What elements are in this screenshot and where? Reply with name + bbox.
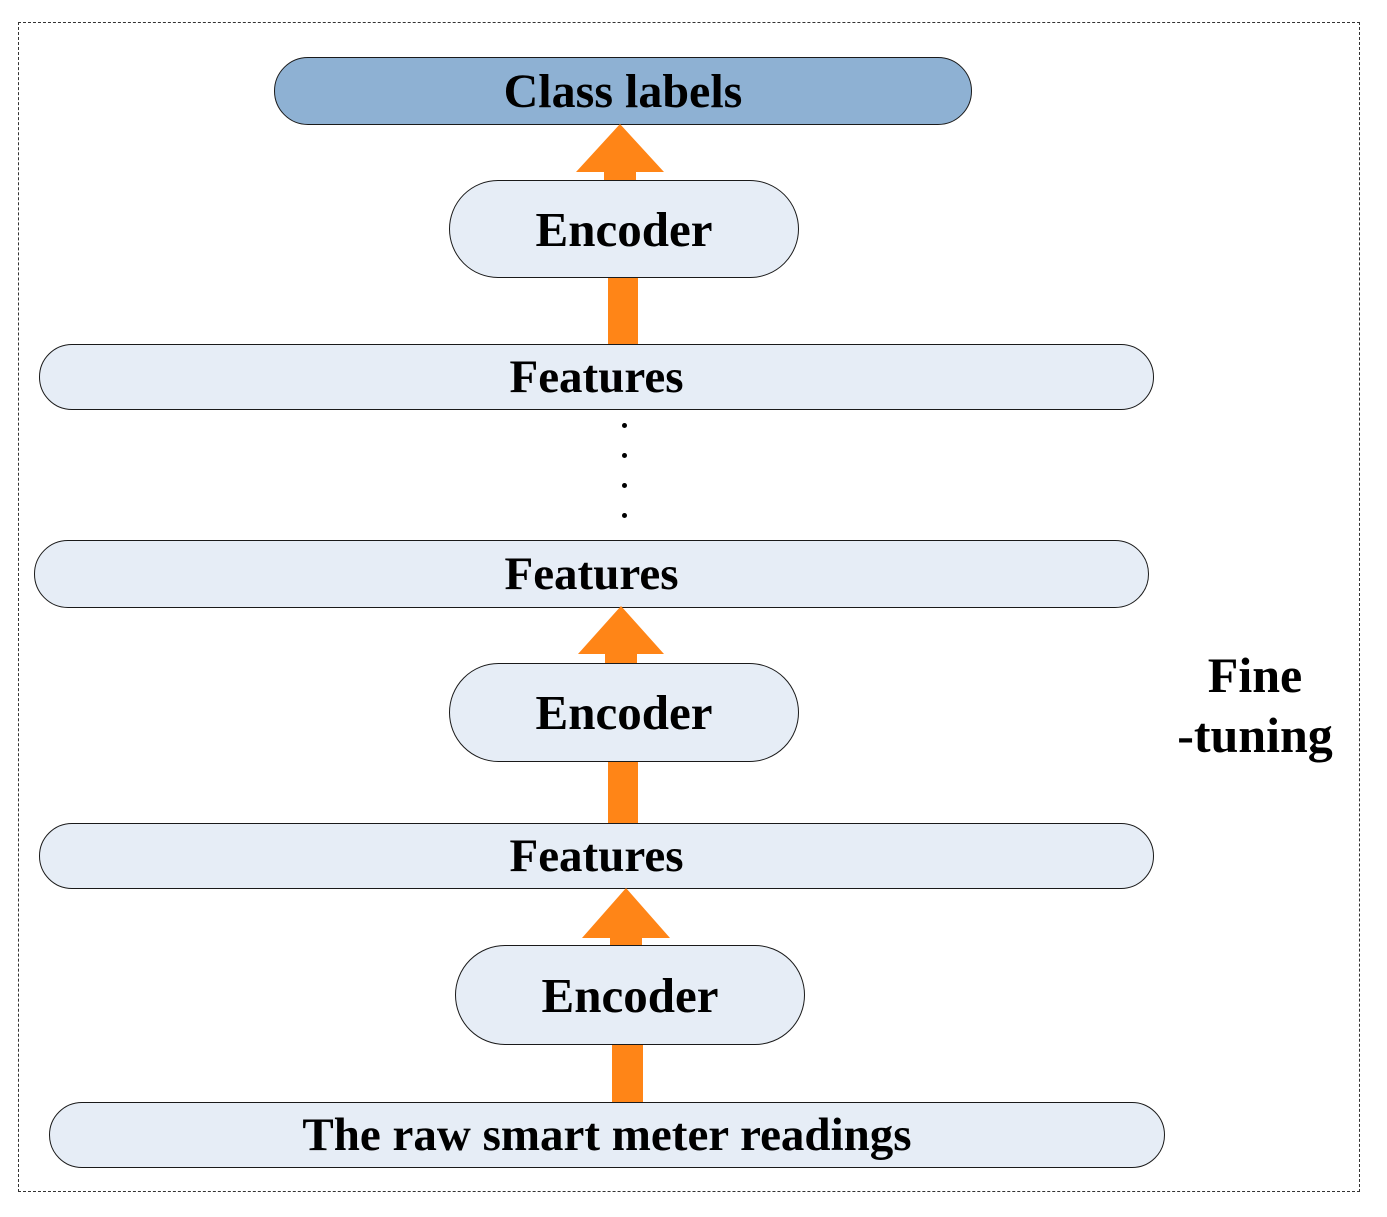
features-box-bottom: Features xyxy=(39,823,1154,889)
raw-readings-text: The raw smart meter readings xyxy=(302,1109,912,1161)
fine-tuning-label: Fine -tuning xyxy=(1160,645,1350,765)
arrow-encoder-to-class-labels xyxy=(576,124,664,182)
arrow-encoder-to-features-middle xyxy=(578,606,664,664)
features-box-top: Features xyxy=(39,344,1154,410)
features-text-middle: Features xyxy=(504,548,679,600)
encoder-text-top: Encoder xyxy=(535,201,713,257)
features-text-top: Features xyxy=(509,351,684,403)
arrow-features-to-encoder-top xyxy=(608,278,638,346)
features-box-middle: Features xyxy=(34,540,1149,608)
fine-tuning-frame xyxy=(18,22,1360,1192)
class-labels-text: Class labels xyxy=(503,64,743,118)
arrow-features-to-encoder-middle xyxy=(608,762,638,824)
ellipsis-dots xyxy=(622,423,632,523)
class-labels-box: Class labels xyxy=(274,57,972,125)
features-text-bottom: Features xyxy=(509,830,684,882)
encoder-box-top: Encoder xyxy=(449,180,799,278)
fine-tuning-line1: Fine xyxy=(1207,647,1303,703)
encoder-text-middle: Encoder xyxy=(535,685,713,740)
arrow-raw-to-encoder xyxy=(612,1045,643,1105)
arrow-encoder-to-features-bottom xyxy=(582,888,670,946)
encoder-box-middle: Encoder xyxy=(449,663,799,762)
fine-tuning-line2: -tuning xyxy=(1177,707,1333,763)
encoder-box-bottom: Encoder xyxy=(455,945,805,1045)
raw-readings-box: The raw smart meter readings xyxy=(49,1102,1165,1168)
encoder-text-bottom: Encoder xyxy=(541,967,719,1023)
